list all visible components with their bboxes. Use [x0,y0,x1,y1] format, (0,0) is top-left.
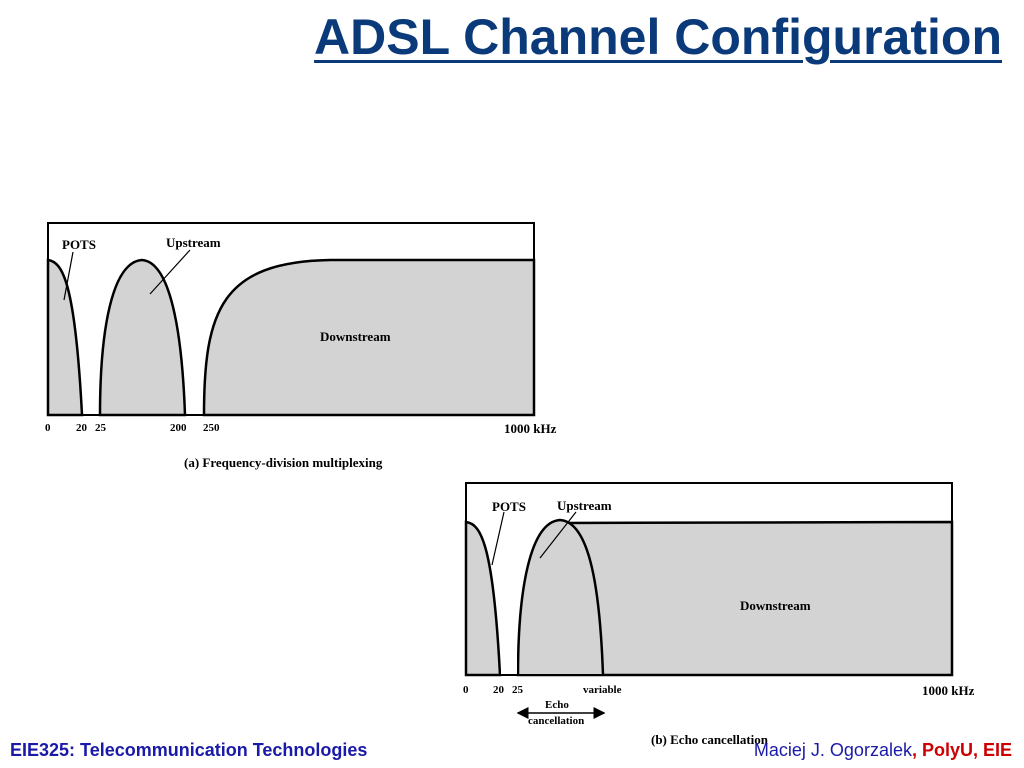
echo-tick-20: 20 [493,684,505,696]
echo-guard-gap [501,560,517,674]
fdm-upstream-pointer [149,249,191,295]
fdm-tick-20: 20 [76,422,88,434]
echo-tick-variable: variable [583,684,622,696]
footer-credit: Maciej J. Ogorzalek, PolyU, EIE [754,740,1012,761]
echo-axis-end: 1000 kHz [922,683,975,698]
fdm-pots-band [46,258,84,417]
echo-downstream-label: Downstream [740,598,811,613]
echo-tick-0: 0 [463,684,469,696]
fdm-downstream-label: Downstream [320,329,391,344]
footer-author: Maciej J. Ogorzalek [753,740,912,760]
fdm-tick-0: 0 [45,422,51,434]
echo-pots-band [464,520,502,677]
echo-pots-label: POTS [492,499,526,514]
echo-span-label-1: Echo [545,699,569,711]
footer-course: EIE325: Telecommunication Technologies [10,740,368,760]
fdm-tick-200: 200 [170,422,187,434]
fdm-pots-pointer [63,251,74,301]
fdm-tick-250: 250 [203,422,220,434]
slide-title: ADSL Channel Configuration [314,9,1002,65]
fdm-upstream-band [98,258,187,417]
echo-caption: (b) Echo cancellation [651,732,769,747]
echo-pots-pointer [491,511,505,566]
fdm-axis-end: 1000 kHz [504,421,557,436]
fdm-downstream-band [202,258,536,417]
echo-tick-25: 25 [512,684,524,696]
fdm-tick-25: 25 [95,422,107,434]
echo-span-label-2: cancellation [528,715,584,727]
fdm-upstream-label: Upstream [166,235,221,250]
fdm-caption: (a) Frequency-division multiplexing [184,455,383,470]
footer-org: , PolyU, EIE [911,740,1012,760]
echo-upstream-pointer [539,511,577,559]
echo-upstream-band [516,518,605,676]
echo-upstream-label: Upstream [557,498,612,513]
fdm-pots-label: POTS [62,237,96,252]
